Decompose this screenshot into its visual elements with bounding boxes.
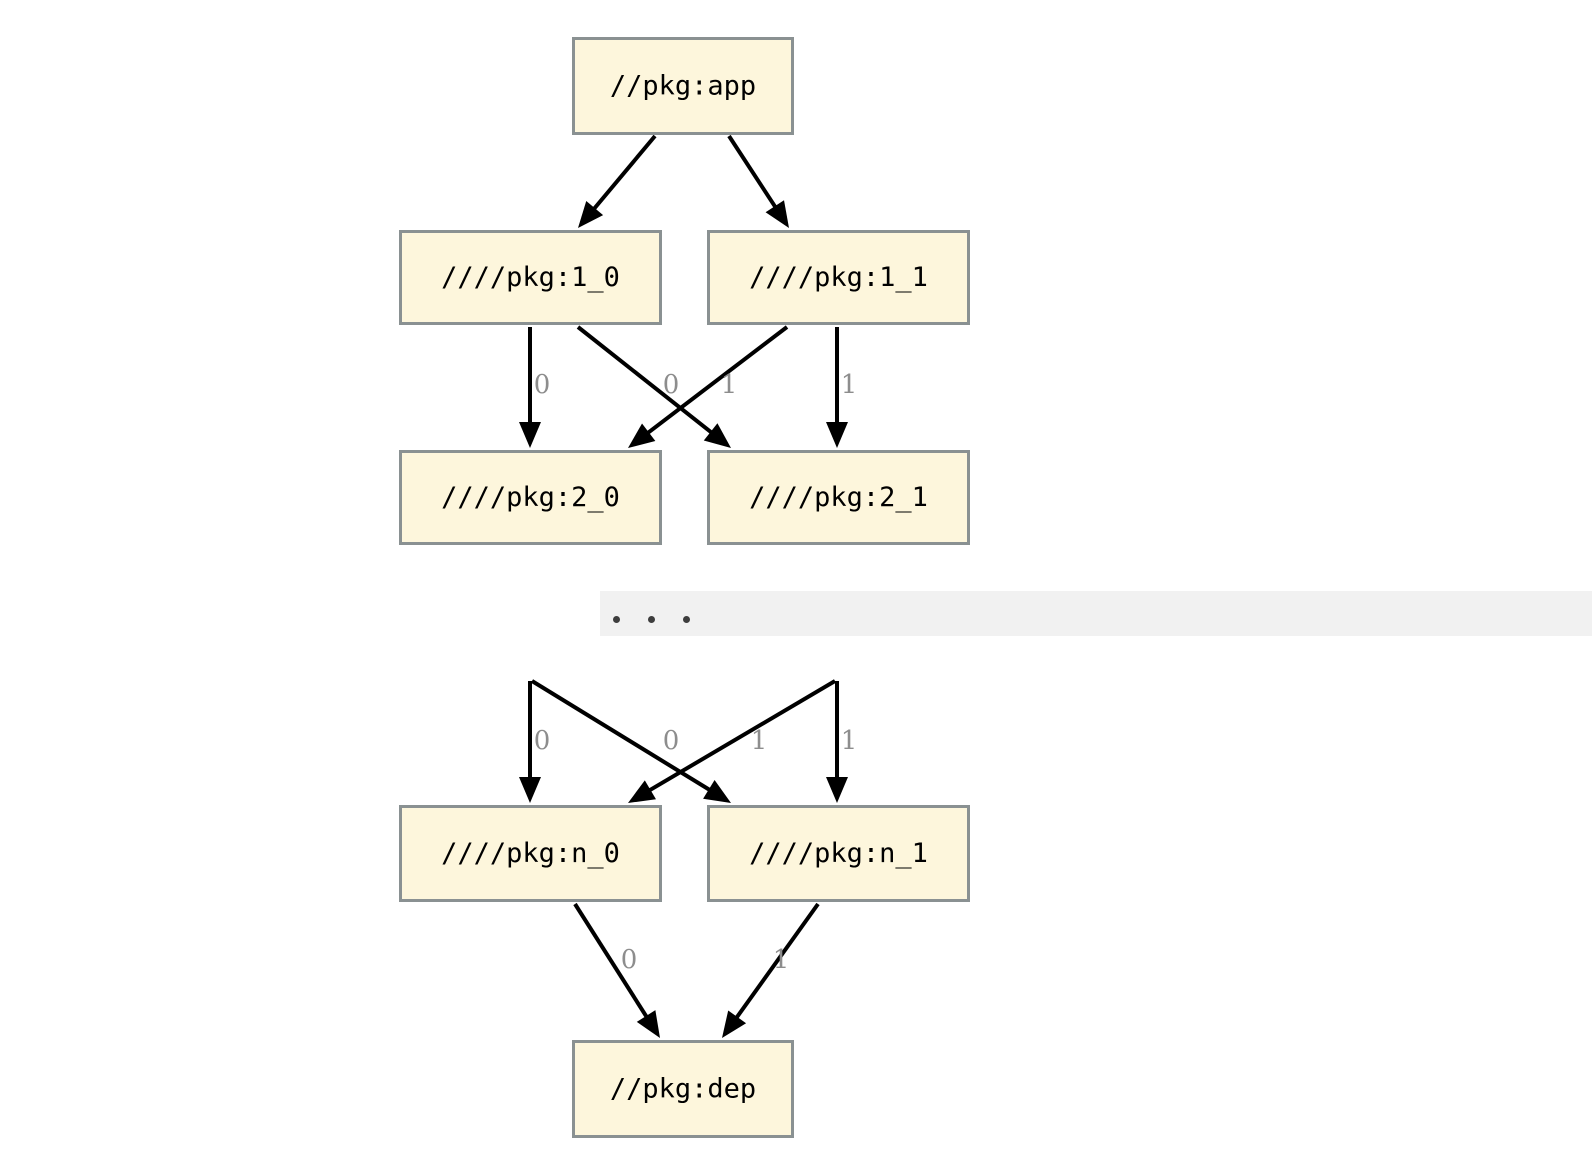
edge-line-e-n_1-dep <box>733 902 820 1022</box>
edge-label-e-n_1-dep: 1 <box>773 945 790 975</box>
node-label: ////pkg:2_0 <box>441 482 620 513</box>
edge-label-e-1_0-2_1: 0 <box>663 370 680 400</box>
graph-node-n1_1[interactable]: ////pkg:1_1 <box>707 230 970 325</box>
graph-node-n2_0[interactable]: ////pkg:2_0 <box>399 450 662 545</box>
edge-arrowhead-e-app-1_1 <box>765 200 789 228</box>
edges-layer <box>519 134 848 1038</box>
graph-node-app[interactable]: //pkg:app <box>572 37 794 135</box>
node-box <box>707 230 970 325</box>
edge-label-e-n_0-dep: 0 <box>621 945 638 975</box>
edge-arrowhead-e-1_1-2_1 <box>826 422 848 448</box>
node-box <box>572 37 794 135</box>
edge-arrowhead-e-1_0-2_0 <box>519 422 541 448</box>
edge-label-e-y-n_0: 1 <box>751 726 768 756</box>
node-box <box>399 805 662 902</box>
node-label: ////pkg:1_1 <box>749 262 928 293</box>
edge-label-e-1_1-2_0: 1 <box>721 370 738 400</box>
edge-arrowhead-e-1_1-2_0 <box>628 423 656 448</box>
node-box <box>707 450 970 545</box>
edge-arrowhead-e-x-n_1 <box>703 780 731 803</box>
edge-line-e-1_1-2_0 <box>644 325 789 437</box>
node-label: ////pkg:2_1 <box>749 482 928 513</box>
edge-arrowhead-e-app-1_0 <box>578 201 604 228</box>
edge-label-e-x-n_0: 0 <box>534 726 551 756</box>
ellipsis-dot <box>613 616 620 623</box>
graph-node-n2_1[interactable]: ////pkg:2_1 <box>707 450 970 545</box>
edge-line-e-app-1_0 <box>590 134 657 213</box>
edge-line-e-x-n_1 <box>530 679 714 794</box>
edge-label-e-1_1-2_1: 1 <box>841 370 858 400</box>
edge-line-e-1_0-2_1 <box>576 325 715 436</box>
edge-line-e-n_0-dep <box>573 902 650 1021</box>
edge-arrowhead-e-n_1-dep <box>722 1010 747 1038</box>
node-box <box>707 805 970 902</box>
node-box <box>572 1040 794 1138</box>
edge-arrowhead-e-n_0-dep <box>636 1010 660 1038</box>
graph-node-nn_1[interactable]: ////pkg:n_1 <box>707 805 970 902</box>
edge-line-e-y-n_0 <box>645 679 837 794</box>
edge-arrowhead-e-y-n_1 <box>826 777 848 803</box>
node-label: //pkg:app <box>610 71 756 102</box>
edge-label-e-y-n_1: 1 <box>841 726 858 756</box>
edge-arrowhead-e-y-n_0 <box>628 780 656 803</box>
ellipsis-separator-band <box>600 591 1592 636</box>
ellipsis-dot <box>648 616 655 623</box>
node-box <box>399 450 662 545</box>
graph-node-n1_0[interactable]: ////pkg:1_0 <box>399 230 662 325</box>
edge-label-e-x-n_1: 0 <box>663 726 680 756</box>
node-label: //pkg:dep <box>610 1074 756 1105</box>
edge-arrowhead-e-x-n_0 <box>519 777 541 803</box>
ellipsis-dots <box>613 616 690 623</box>
node-label: ////pkg:1_0 <box>441 262 620 293</box>
edge-arrowhead-e-1_0-2_1 <box>703 423 731 448</box>
ellipsis-dot <box>683 616 690 623</box>
nodes-layer: //pkg:app ////pkg:1_0 ////pkg:1_1 ////pkg:2… <box>399 37 970 1138</box>
node-label: ////pkg:n_1 <box>749 838 928 869</box>
graph-node-dep[interactable]: //pkg:dep <box>572 1040 794 1138</box>
graph-node-nn_0[interactable]: ////pkg:n_0 <box>399 805 662 902</box>
node-label: ////pkg:n_0 <box>441 838 620 869</box>
edge-labels-layer: 0 0 1 1 0 0 1 1 0 1 <box>534 370 858 975</box>
node-box <box>399 230 662 325</box>
edge-line-e-app-1_1 <box>727 134 779 211</box>
edge-label-e-1_0-2_0: 0 <box>534 370 551 400</box>
